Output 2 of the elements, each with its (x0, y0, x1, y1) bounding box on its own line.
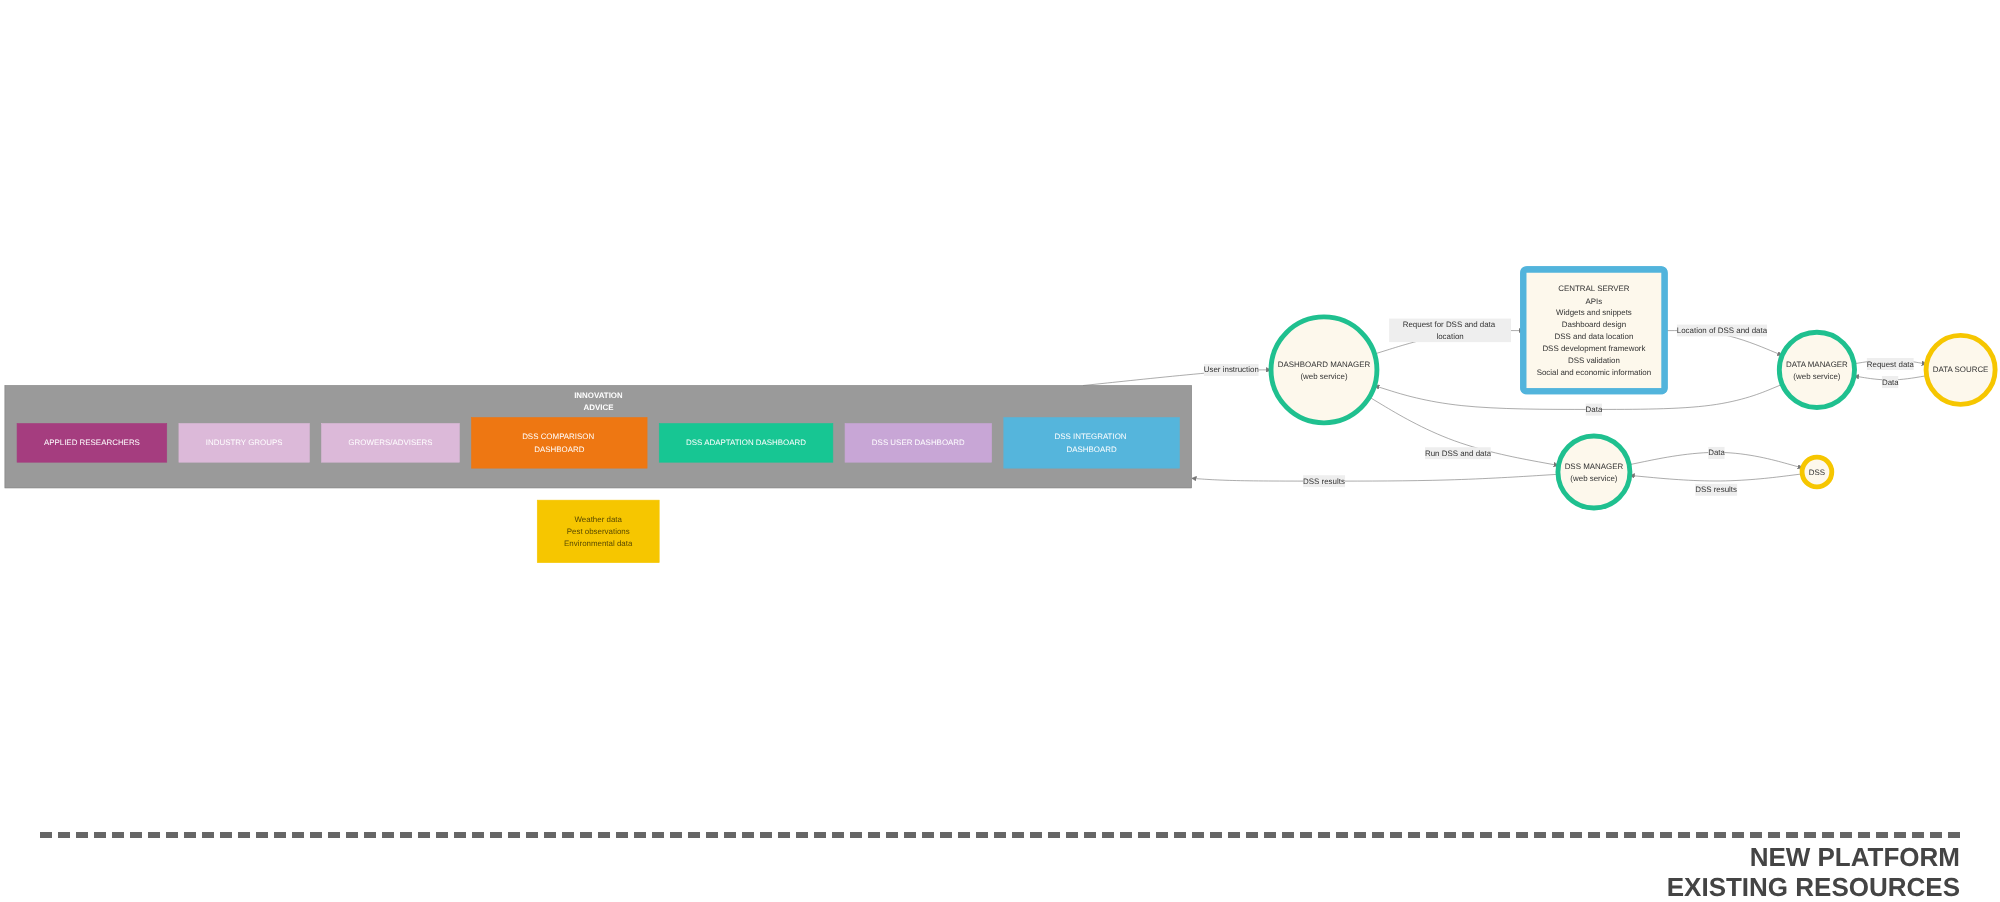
section-label: EXISTING RESOURCES (1666, 872, 1960, 902)
section-label: NEW PLATFORM (1749, 842, 1960, 872)
